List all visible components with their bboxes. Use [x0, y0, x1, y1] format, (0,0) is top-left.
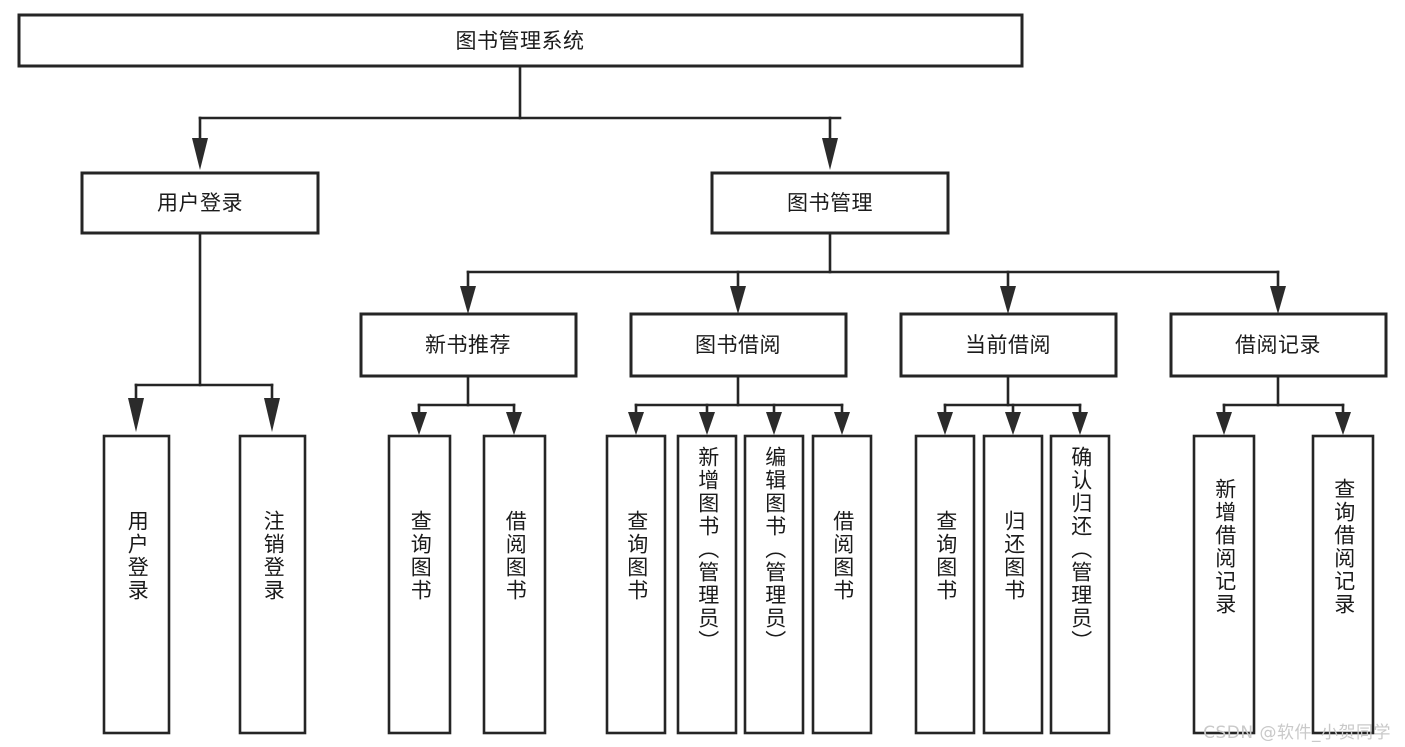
- arrowhead-book-manage: [822, 138, 838, 170]
- node-label-current-borrow: 当前借阅: [965, 333, 1051, 357]
- arrowhead-leaf-br-2: [1335, 412, 1351, 435]
- arrowhead-leaf-cb-1: [937, 412, 953, 435]
- connector-group-root: [192, 64, 842, 170]
- node-box-current-borrow[interactable]: [899, 312, 1118, 378]
- leaf-box-nbr-2[interactable]: [482, 434, 547, 735]
- node-box-new-book-recommend[interactable]: [359, 312, 578, 378]
- node-book-manage[interactable]: 图书管理: [710, 171, 950, 235]
- leaf-box-user-login-2[interactable]: [238, 434, 307, 735]
- arrowhead-leaf-user-login-1: [128, 398, 144, 432]
- connector-group-current-borrow: [937, 374, 1088, 435]
- node-box-root[interactable]: [17, 13, 1024, 68]
- arrowhead-borrow-record: [1270, 286, 1286, 314]
- node-label-borrow-record: 借阅记录: [1235, 333, 1321, 357]
- node-book-borrow[interactable]: 图书借阅: [629, 312, 848, 378]
- leaf-box-bb-2[interactable]: [676, 434, 738, 735]
- arrowhead-leaf-bb-2: [699, 412, 715, 435]
- leaf-box-br-2[interactable]: [1311, 434, 1375, 735]
- leaf-group-new-book-recommend: [387, 434, 547, 735]
- node-label-new-book-recommend: 新书推荐: [425, 333, 511, 357]
- arrowhead-user-login: [192, 138, 208, 170]
- leaf-box-bb-3[interactable]: [743, 434, 805, 735]
- arrowhead-book-borrow: [730, 286, 746, 314]
- leaf-box-bb-4[interactable]: [811, 434, 873, 735]
- leaf-box-bb-1[interactable]: [605, 434, 667, 735]
- node-box-borrow-record[interactable]: [1169, 312, 1388, 378]
- node-box-user-login[interactable]: [80, 171, 320, 235]
- node-box-book-borrow[interactable]: [629, 312, 848, 378]
- node-label-root: 图书管理系统: [456, 29, 585, 53]
- connector-group-user-login: [128, 231, 280, 432]
- leaf-box-cb-3[interactable]: [1049, 434, 1111, 735]
- arrowhead-leaf-nbr-2: [506, 412, 522, 435]
- arrowhead-leaf-bb-3: [766, 412, 782, 435]
- arrowhead-current-borrow: [1000, 286, 1016, 314]
- leaf-box-cb-2[interactable]: [982, 434, 1044, 735]
- arrowhead-leaf-cb-3: [1072, 412, 1088, 435]
- leaf-box-user-login-1[interactable]: [102, 434, 171, 735]
- leaf-box-cb-1[interactable]: [914, 434, 976, 735]
- arrowhead-leaf-nbr-1: [411, 412, 427, 435]
- connector-group-book-borrow: [628, 374, 850, 435]
- node-user-login[interactable]: 用户登录: [80, 171, 320, 235]
- arrowhead-leaf-br-1: [1216, 412, 1232, 435]
- node-current-borrow[interactable]: 当前借阅: [899, 312, 1118, 378]
- leaf-group-user-login: [102, 434, 307, 735]
- node-root[interactable]: 图书管理系统: [17, 13, 1024, 68]
- node-label-book-borrow: 图书借阅: [695, 333, 781, 357]
- node-box-book-manage[interactable]: [710, 171, 950, 235]
- connector-group-book-manage: [460, 231, 1286, 314]
- connector-group-new-book-recommend: [411, 374, 522, 435]
- node-new-book-recommend[interactable]: 新书推荐: [359, 312, 578, 378]
- leaf-group-borrow-record: [1192, 434, 1375, 735]
- arrowhead-leaf-user-login-2: [264, 398, 280, 432]
- arrowhead-new-book-recommend: [460, 286, 476, 314]
- node-label-user-login: 用户登录: [157, 191, 243, 215]
- arrowhead-leaf-cb-2: [1005, 412, 1021, 435]
- node-borrow-record[interactable]: 借阅记录: [1169, 312, 1388, 378]
- leaf-box-br-1[interactable]: [1192, 434, 1256, 735]
- arrowhead-leaf-bb-4: [834, 412, 850, 435]
- connector-group-borrow-record: [1216, 374, 1351, 435]
- leaf-group-current-borrow: [914, 434, 1111, 735]
- leaf-box-nbr-1[interactable]: [387, 434, 452, 735]
- node-label-book-manage: 图书管理: [787, 191, 873, 215]
- arrowhead-leaf-bb-1: [628, 412, 644, 435]
- leaf-group-book-borrow: [605, 434, 873, 735]
